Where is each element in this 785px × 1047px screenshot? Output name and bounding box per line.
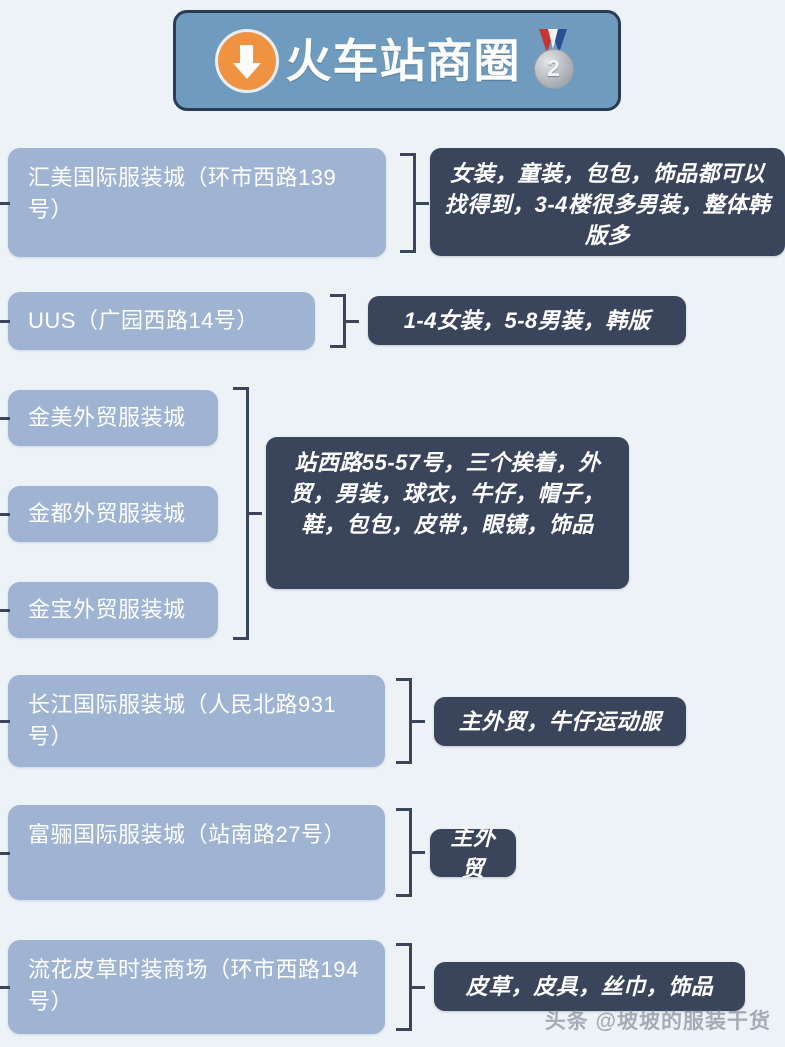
bracket-bar [409,943,412,1031]
row-bracket [394,943,425,1031]
bracket-bar [409,678,412,764]
bracket-top-tick [400,153,416,156]
header-banner: 火车站商圈 2 [173,10,621,111]
bracket-bar [413,153,416,253]
market-name-box[interactable]: 金宝外贸服装城 [8,582,218,638]
circle-down-arrow-icon [217,31,276,90]
bracket-top-tick [330,294,346,297]
row-left-tick [0,417,10,420]
market-name-box[interactable]: 金都外贸服装城 [8,486,218,542]
row-left-tick [0,320,10,323]
bracket-mid-tick [412,985,425,989]
market-description-box[interactable]: 主外贸 [430,825,516,881]
medal-rank-number: 2 [533,48,574,89]
bracket-bar [409,808,412,897]
row-left-tick [0,513,10,516]
row-bracket [398,153,429,253]
market-description-box[interactable]: 主外贸，牛仔运动服 [434,697,686,746]
bracket-mid-tick [249,512,262,515]
bracket-bottom-tick [396,894,412,897]
medal-ribbon-center [547,28,558,49]
row-left-tick [0,720,10,723]
row-left-tick [0,852,10,855]
bracket-top-tick [396,678,412,681]
group-bracket [231,387,262,640]
market-description-box[interactable]: 女装，童装，包包，饰品都可以找得到，3-4楼很多男装，整体韩版多 [430,148,785,256]
market-name-box[interactable]: 流花皮草时装商场（环市西路194号） [8,940,385,1034]
bracket-mid-tick [346,319,359,323]
bracket-bottom-tick [396,761,412,764]
bracket-bar [343,294,346,348]
bracket-top-tick [233,387,249,390]
bracket-mid-tick [412,719,425,723]
silver-medal-icon: 2 [531,28,577,93]
bracket-top-tick [396,943,412,946]
bracket-mid-tick [412,851,425,854]
bracket-bottom-tick [400,250,416,253]
bracket-bar [246,387,249,640]
row-bracket [394,678,425,764]
row-left-tick [0,986,10,989]
bracket-bottom-tick [396,1028,412,1031]
header-box: 火车站商圈 2 [173,10,621,111]
row-bracket [328,294,359,348]
bracket-bottom-tick [233,637,249,640]
bracket-top-tick [396,808,412,811]
market-name-box[interactable]: UUS（广园西路14号） [8,292,315,350]
market-description-box[interactable]: 站西路55-57号，三个挨着，外贸，男装，球衣，牛仔，帽子，鞋，包包，皮带，眼镜… [266,437,629,589]
bracket-mid-tick [416,201,429,205]
market-name-box[interactable]: 金美外贸服装城 [8,390,218,446]
row-left-tick [0,202,10,205]
page-title: 火车站商圈 [285,34,521,87]
market-description-box[interactable]: 1-4女装，5-8男装，韩版 [368,296,686,345]
market-description-box[interactable]: 皮草，皮具，丝巾，饰品 [434,962,745,1011]
bracket-bottom-tick [330,345,346,348]
watermark: 头条 @坡坡的服装干货 [544,1010,771,1033]
market-name-box[interactable]: 汇美国际服装城（环市西路139号） [8,148,386,257]
row-bracket [394,808,425,897]
market-name-box[interactable]: 长江国际服装城（人民北路931号） [8,675,385,767]
row-left-tick [0,609,10,612]
market-name-box[interactable]: 富骊国际服装城（站南路27号） [8,805,385,900]
